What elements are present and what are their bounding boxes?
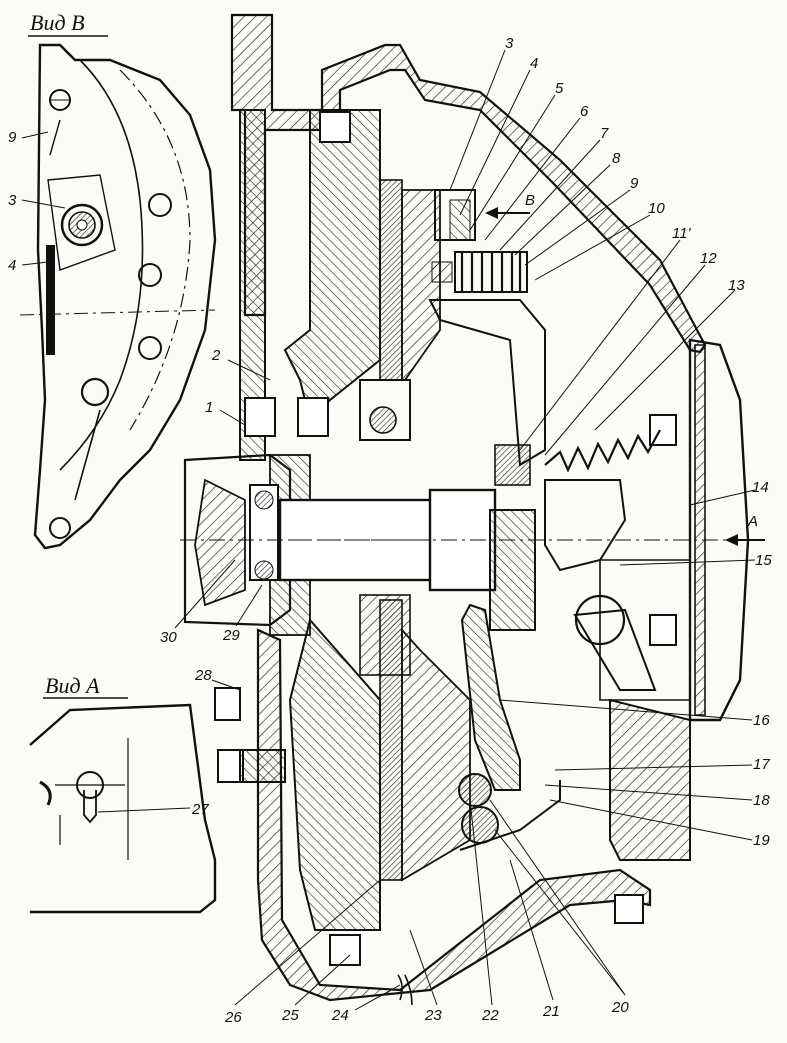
callout-text: 1 2 3 4 5 6 7 8 9 10 11' 12 13 14 15 16 … bbox=[160, 35, 772, 1026]
callout-4: 4 bbox=[530, 55, 538, 72]
callout-12: 12 bbox=[700, 250, 717, 267]
callout-20: 20 bbox=[611, 999, 629, 1016]
view-a-inset: Вид А 27 bbox=[29, 673, 217, 914]
callout-8: 8 bbox=[612, 150, 621, 167]
callout-labels bbox=[174, 49, 756, 1011]
callout-b-3: 3 bbox=[8, 192, 17, 209]
callout-29: 29 bbox=[222, 627, 240, 644]
callout-18: 18 bbox=[753, 792, 770, 809]
callout-22: 22 bbox=[481, 1007, 499, 1024]
view-b-inset: Вид В 9 3 4 bbox=[8, 10, 217, 550]
arrow-b-label: В bbox=[525, 192, 535, 209]
callout-3: 3 bbox=[505, 35, 514, 52]
callout-5: 5 bbox=[555, 80, 564, 97]
callout-24: 24 bbox=[331, 1007, 349, 1024]
pressure-spring bbox=[454, 251, 528, 293]
callout-7: 7 bbox=[600, 125, 609, 142]
callout-16: 16 bbox=[753, 712, 770, 729]
callout-10: 10 bbox=[648, 200, 665, 217]
callout-23: 23 bbox=[424, 1007, 442, 1024]
arrow-a-label: A bbox=[747, 513, 758, 530]
callout-26: 26 bbox=[224, 1009, 242, 1026]
callout-27: 27 bbox=[191, 801, 209, 818]
callout-30: 30 bbox=[160, 629, 177, 646]
callout-1: 1 bbox=[205, 399, 213, 416]
callout-14: 14 bbox=[752, 479, 769, 496]
callout-17: 17 bbox=[753, 756, 770, 773]
callout-25: 25 bbox=[281, 1007, 299, 1024]
callout-21: 21 bbox=[542, 1003, 560, 1020]
callout-2: 2 bbox=[211, 347, 221, 364]
callout-15: 15 bbox=[755, 552, 772, 569]
callout-6: 6 bbox=[580, 103, 589, 120]
main-section: A В bbox=[180, 13, 765, 1006]
callout-9: 9 bbox=[630, 175, 639, 192]
callout-11: 11' bbox=[672, 225, 692, 242]
callout-28: 28 bbox=[194, 667, 212, 684]
callout-b-4: 4 bbox=[8, 257, 16, 274]
callout-b-9: 9 bbox=[8, 129, 17, 146]
view-b-title: Вид В bbox=[30, 10, 85, 35]
callout-19: 19 bbox=[753, 832, 770, 849]
view-a-title: Вид А bbox=[45, 673, 100, 698]
callout-13: 13 bbox=[728, 277, 745, 294]
